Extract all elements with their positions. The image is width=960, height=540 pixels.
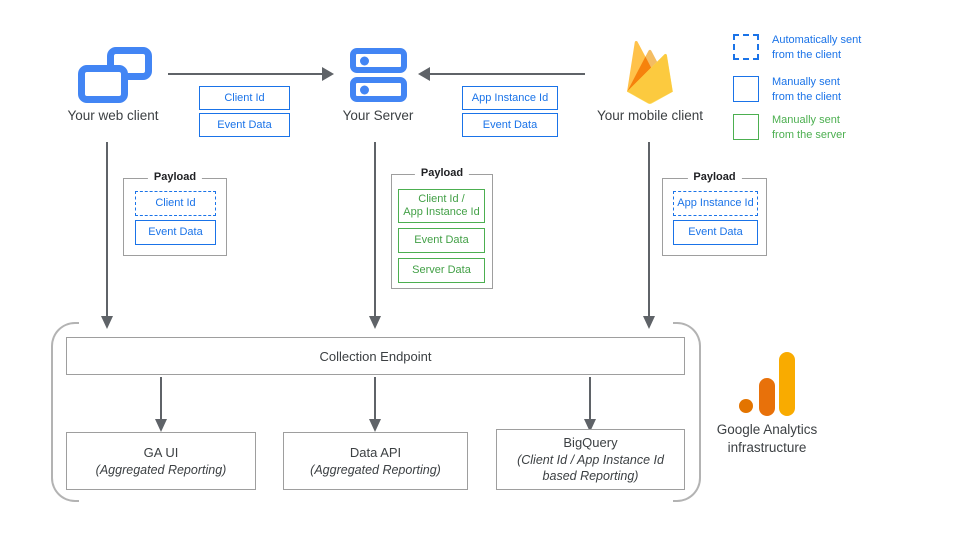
arrow-mobile-to-server [430,73,585,75]
legend-swatch-manual-client [733,76,759,102]
data-api-subtitle: (Aggregated Reporting) [310,462,441,477]
arrowhead-mobile-to-server [418,67,430,81]
arrowhead-web-down [100,316,113,329]
arrow-endpoint-to-gaui [160,377,162,419]
bigquery-box: BigQuery (Client Id / App Instance Id ba… [496,429,685,490]
bigquery-title: BigQuery [563,435,618,450]
payload-web-client-id: Client Id [135,191,216,216]
tag-event-data-mobile: Event Data [462,113,558,137]
firebase-icon [627,41,673,104]
arrow-web-to-server [168,73,322,75]
payload-mobile-title: Payload [687,171,742,183]
legend-label-manual-server: Manually sent from the server [772,114,846,141]
payload-server-event-data: Event Data [398,228,485,253]
payload-mobile-app-instance-id: App Instance Id [673,191,758,216]
server-icon [350,48,407,102]
arrowhead-web-to-server [322,67,334,81]
arrow-server-down [374,142,376,316]
collection-endpoint-box: Collection Endpoint [66,337,685,375]
tag-client-id: Client Id [199,86,290,110]
arrowhead-server-down [368,316,381,329]
payload-server-title: Payload [414,167,470,179]
arrowhead-endpoint-to-bigquery [583,419,596,432]
web-client-icon [78,47,152,103]
legend-swatch-manual-server [733,114,759,140]
arrowhead-endpoint-to-gaui [154,419,167,432]
payload-server-ids: Client Id / App Instance Id [398,189,485,223]
payload-web-event-data: Event Data [135,220,216,245]
arrow-endpoint-to-bigquery [589,377,591,419]
legend-label-manual-client: Manually sent from the client [772,76,842,103]
window-front-icon [78,65,128,103]
arrow-endpoint-to-dataapi [374,377,376,419]
ga-ui-title: GA UI [143,444,179,460]
tag-event-data-web: Event Data [199,113,290,137]
ga-ui-subtitle: (Aggregated Reporting) [95,462,227,477]
server-label: Your Server [342,108,414,123]
google-analytics-infrastructure-label: Google Analytics infrastructure [716,422,818,455]
arrowhead-endpoint-to-dataapi [368,419,381,432]
payload-mobile-event-data: Event Data [673,220,758,245]
web-client-label: Your web client [67,108,159,123]
legend-swatch-auto-client [733,34,759,60]
bigquery-subtitle: (Client Id / App Instance Id based Repor… [517,453,664,483]
payload-server-server-data: Server Data [398,258,485,283]
payload-web-title: Payload [147,171,203,183]
google-analytics-icon [739,352,795,416]
tag-app-instance-id: App Instance Id [462,86,558,110]
legend-label-auto-client: Automatically sent from the client [772,34,862,61]
data-api-title: Data API [349,444,402,460]
arrowhead-mobile-down [642,316,655,329]
mobile-client-label: Your mobile client [596,108,704,123]
arrow-mobile-down [648,142,650,316]
arrow-web-down [106,142,108,316]
ga-ui-box: GA UI (Aggregated Reporting) [66,432,256,490]
data-api-box: Data API (Aggregated Reporting) [283,432,468,490]
